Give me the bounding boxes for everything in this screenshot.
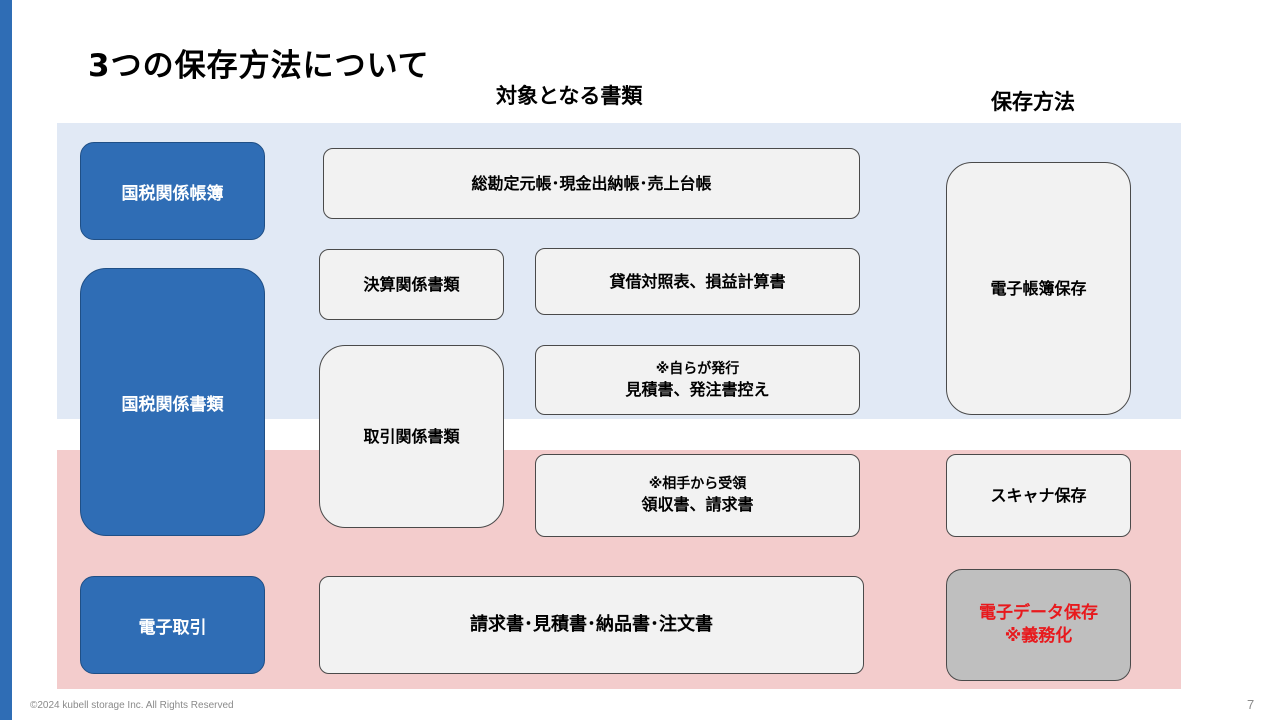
left-accent-bar <box>0 0 12 720</box>
method-column-header: 保存方法 <box>991 90 1075 114</box>
document-received: ※相手から受領 領収書、請求書 <box>535 454 860 537</box>
document-financial-statements: 貸借対照表、損益計算書 <box>535 248 860 315</box>
page-number: 7 <box>1247 697 1255 712</box>
category-national-tax-documents: 国税関係書類 <box>80 268 265 536</box>
document-ledgers: 総勘定元帳･現金出納帳･売上台帳 <box>323 148 860 219</box>
method-electronic-data: 電子データ保存 ※義務化 <box>946 569 1131 681</box>
copyright-footer: ©2024 kubell storage Inc. All Rights Res… <box>30 700 234 711</box>
subcategory-label: 取引関係書類 <box>363 426 460 446</box>
method-label: 電子帳簿保存 <box>990 278 1087 298</box>
subcategory-settlement: 決算関係書類 <box>319 249 504 320</box>
category-label: 国税関係帳簿 <box>121 183 224 204</box>
document-self-issued: ※自らが発行 見積書、発注書控え <box>535 345 860 415</box>
page-title: 3つの保存方法について <box>88 48 430 84</box>
document-note: ※自らが発行 <box>655 360 740 377</box>
category-national-tax-books: 国税関係帳簿 <box>80 142 265 240</box>
documents-column-header: 対象となる書類 <box>496 84 643 108</box>
method-label: 電子データ保存 <box>979 603 1098 624</box>
category-label: 国税関係書類 <box>121 394 224 415</box>
subcategory-transaction: 取引関係書類 <box>319 345 504 528</box>
document-electronic-docs: 請求書･見積書･納品書･注文書 <box>319 576 864 674</box>
method-scanner: スキャナ保存 <box>946 454 1131 537</box>
document-note: ※相手から受領 <box>648 476 747 493</box>
subcategory-label: 決算関係書類 <box>363 274 460 294</box>
method-electronic-books: 電子帳簿保存 <box>946 162 1131 415</box>
document-label: 請求書･見積書･納品書･注文書 <box>470 613 713 635</box>
document-label: 見積書、発注書控え <box>625 379 770 399</box>
method-label: スキャナ保存 <box>990 485 1087 505</box>
document-label: 総勘定元帳･現金出納帳･売上台帳 <box>471 173 712 193</box>
document-label: 貸借対照表、損益計算書 <box>609 271 786 291</box>
document-label: 領収書、請求書 <box>641 495 754 515</box>
mandatory-note: ※義務化 <box>1004 626 1073 646</box>
category-electronic-transactions: 電子取引 <box>80 576 265 674</box>
category-label: 電子取引 <box>138 617 207 638</box>
